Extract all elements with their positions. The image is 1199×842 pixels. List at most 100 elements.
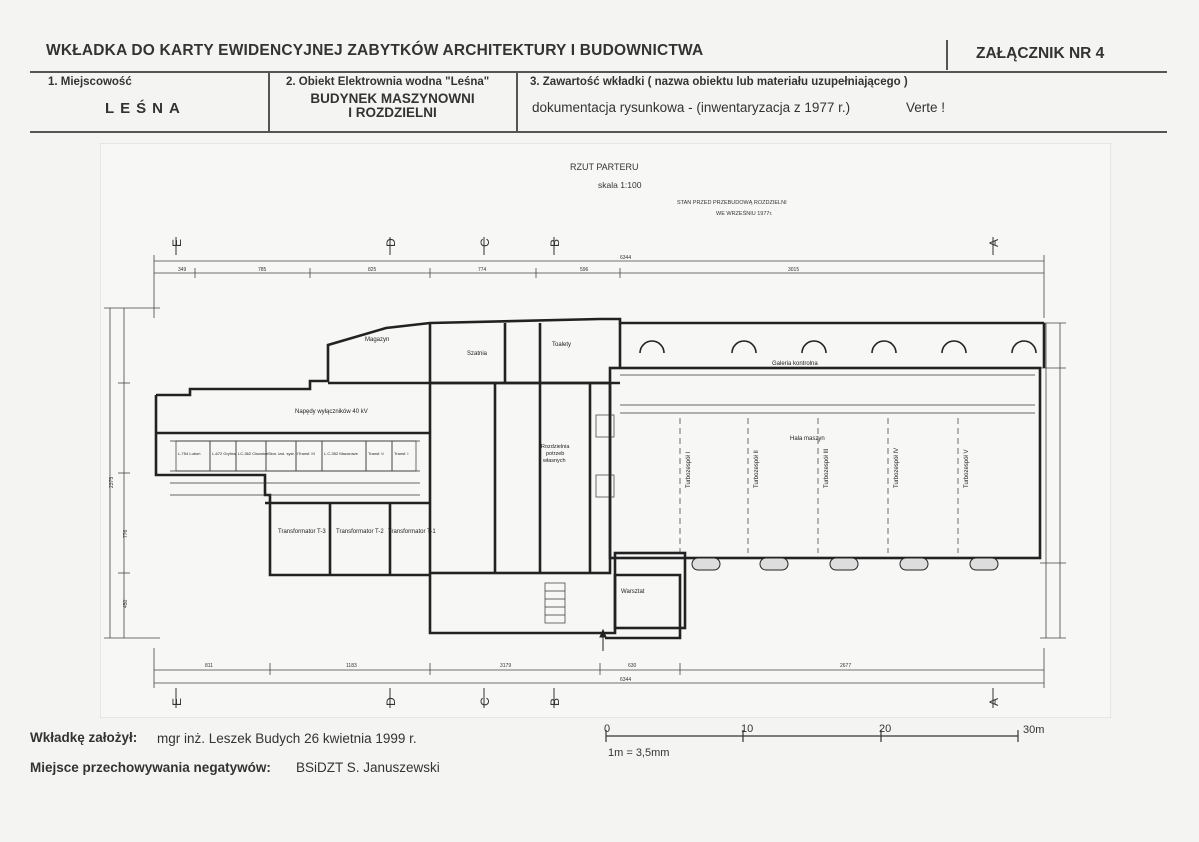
object-label: 2. Obiekt Elektrownia wodna "Leśna" bbox=[286, 76, 490, 88]
drawing-state-line2: WE WRZEŚNIU 1977r. bbox=[716, 209, 773, 217]
room-labels: Magazyn Szatnia Toalety Napędy wyłącznik… bbox=[278, 337, 825, 595]
room-szatnia: Szatnia bbox=[467, 351, 488, 357]
room-rozdzielnia-2: potrzeb bbox=[546, 451, 564, 457]
axis-label-d-bottom: D bbox=[384, 697, 398, 706]
scale-tick-10: 10 bbox=[741, 723, 753, 735]
svg-text:2677: 2677 bbox=[840, 663, 851, 669]
dimension-lines-left bbox=[104, 307, 160, 639]
turbine-labels: Turbozespół I Turbozespół II Turbozespół… bbox=[686, 448, 970, 488]
scale-note: 1m = 3,5mm bbox=[608, 747, 669, 759]
axis-labels-top: E D C B A bbox=[170, 238, 1001, 247]
storage-label: Miejsce przechowywania negatywów: bbox=[30, 760, 271, 775]
panel-label: Transf. I bbox=[394, 451, 409, 456]
axis-label-d-top: D bbox=[384, 238, 398, 247]
storage-value: BSiDZT S. Januszewski bbox=[296, 760, 440, 775]
room-rozdzielnia-3: własnych bbox=[542, 458, 566, 464]
contents-note: Verte ! bbox=[906, 100, 946, 115]
room-hala: Hala maszyn bbox=[790, 436, 825, 442]
scale-tick-30: 30m bbox=[1023, 724, 1044, 736]
axis-label-b-bottom: B bbox=[548, 698, 562, 706]
turbine-label: Turbozespół IV bbox=[894, 448, 900, 488]
drawing-scale: skala 1:100 bbox=[598, 180, 642, 190]
annex-number: ZAŁĄCZNIK NR 4 bbox=[976, 45, 1105, 62]
scale-bar: 0 10 20 30m 1m = 3,5mm bbox=[604, 723, 1044, 759]
turbine-outlets bbox=[691, 557, 999, 571]
svg-text:811: 811 bbox=[205, 663, 213, 669]
room-transformator-t2: Transformator T-2 bbox=[336, 529, 384, 535]
turbine-label: Turbozespół I bbox=[686, 452, 692, 488]
svg-text:2375: 2375 bbox=[109, 477, 115, 488]
svg-text:630: 630 bbox=[628, 663, 637, 669]
scale-tick-20: 20 bbox=[879, 723, 891, 735]
axis-label-c-bottom: C bbox=[478, 697, 492, 706]
dimension-texts-left: 2375 776 450 bbox=[109, 477, 129, 608]
svg-text:776: 776 bbox=[123, 529, 129, 538]
axis-markers-bottom bbox=[175, 688, 994, 708]
panel-label: Transf. III bbox=[298, 451, 315, 456]
turbine-label: Turbozespół III bbox=[824, 448, 830, 488]
contents-label: 3. Zawartość wkładki ( nazwa obiektu lub… bbox=[530, 76, 908, 88]
room-magazyn: Magazyn bbox=[365, 337, 389, 343]
svg-text:774: 774 bbox=[478, 267, 487, 273]
building-walls bbox=[154, 317, 1046, 640]
dimension-lines-top bbox=[153, 255, 1045, 318]
svg-text:6344: 6344 bbox=[620, 255, 631, 261]
panel-label: L-754 Luboń bbox=[178, 451, 200, 456]
drawing-title: RZUT PARTERU bbox=[570, 162, 639, 172]
svg-text:6344: 6344 bbox=[620, 677, 631, 683]
axis-label-a-top: A bbox=[987, 239, 1001, 247]
panel-label: Słon. izol. syst. II bbox=[268, 451, 298, 456]
drawing-frame bbox=[100, 143, 1111, 718]
room-transformator-t3: Transformator T-3 bbox=[278, 529, 326, 535]
field-divider-1 bbox=[268, 72, 270, 131]
header-rule bbox=[30, 71, 1167, 73]
dimension-lines-bottom bbox=[153, 648, 1045, 688]
room-transformator-t1: Transformator T-1 bbox=[388, 529, 436, 535]
svg-text:785: 785 bbox=[258, 267, 267, 273]
axis-label-c-top: C bbox=[478, 238, 492, 247]
fields-rule bbox=[30, 131, 1167, 133]
locality-label: 1. Miejscowość bbox=[48, 76, 132, 88]
svg-text:450: 450 bbox=[123, 599, 129, 608]
svg-text:3179: 3179 bbox=[500, 663, 511, 669]
panel-label: LC-362 Cisowice bbox=[238, 451, 269, 456]
room-galeria: Galeria kontrolna bbox=[772, 361, 818, 367]
dimension-texts-top: 6344 349 785 825 774 596 3015 bbox=[178, 255, 799, 273]
room-toalety: Toalety bbox=[552, 342, 571, 348]
entrance-arrow-icon bbox=[599, 628, 607, 651]
room-warsztat: Warsztat bbox=[621, 589, 645, 595]
axis-markers-top bbox=[175, 237, 994, 255]
locality-value: LEŚNA bbox=[105, 100, 186, 117]
axis-labels-bottom: E D C B A bbox=[170, 697, 1001, 706]
drawing-state-line1: STAN PRZED PRZEBUDOWĄ ROZDZIELNI bbox=[677, 200, 787, 206]
svg-text:825: 825 bbox=[368, 267, 377, 273]
facade-arches bbox=[639, 340, 1037, 354]
axis-label-e-top: E bbox=[170, 239, 184, 247]
turbine-label: Turbozespół V bbox=[964, 450, 970, 488]
axis-label-a-bottom: A bbox=[987, 698, 1001, 706]
founded-label: Wkładkę założył: bbox=[30, 730, 138, 745]
room-rozdzielnia-1: Rozdzielnia bbox=[541, 444, 570, 450]
panel-label: L.C-352 Mazurowe bbox=[324, 451, 359, 456]
svg-text:596: 596 bbox=[580, 267, 589, 273]
founded-value: mgr inż. Leszek Budych 26 kwietnia 1999 … bbox=[157, 731, 417, 746]
object-value-line2: I ROZDZIELNI bbox=[348, 105, 437, 120]
panel-label: Transf. II bbox=[368, 451, 384, 456]
contents-value: dokumentacja rysunkowa - (inwentaryzacja… bbox=[532, 100, 851, 115]
svg-text:3015: 3015 bbox=[788, 267, 799, 273]
turbine-label: Turbozespół II bbox=[754, 450, 760, 488]
dimension-texts-bottom: 811 1183 3179 630 2677 6344 bbox=[205, 663, 851, 683]
axis-label-e-bottom: E bbox=[170, 698, 184, 706]
building-details bbox=[170, 374, 1035, 624]
panel-label: L-672 Gryfów bbox=[212, 451, 236, 456]
header-divider bbox=[946, 40, 948, 70]
axis-label-b-top: B bbox=[548, 239, 562, 247]
svg-text:349: 349 bbox=[178, 267, 187, 273]
object-value-line1: BUDYNEK MASZYNOWNI bbox=[310, 91, 475, 106]
scale-tick-0: 0 bbox=[604, 723, 610, 735]
svg-text:1183: 1183 bbox=[346, 663, 357, 669]
floor-plan-drawing: RZUT PARTERU skala 1:100 STAN PRZED PRZE… bbox=[100, 143, 1111, 718]
room-napedy: Napędy wyłączników 40 kV bbox=[295, 409, 368, 415]
panel-labels: L-754 Luboń L-672 Gryfów LC-362 Cisowice… bbox=[178, 451, 409, 456]
